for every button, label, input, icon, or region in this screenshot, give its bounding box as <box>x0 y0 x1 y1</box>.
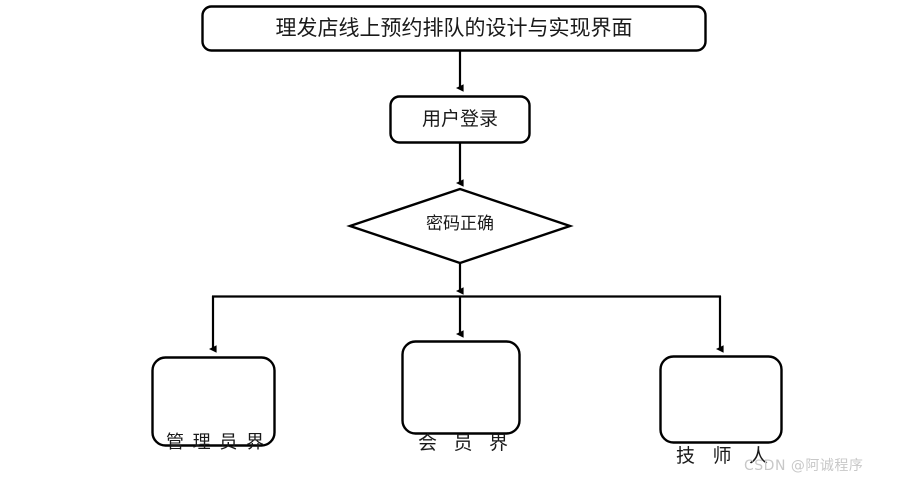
node-member-shape[interactable] <box>401 340 521 435</box>
node-login-shape[interactable] <box>389 95 531 144</box>
node-decision-shape[interactable] <box>346 187 574 265</box>
node-admin-shape[interactable] <box>151 356 276 447</box>
node-title-shape[interactable] <box>201 5 707 52</box>
node-technician-shape[interactable] <box>659 355 783 444</box>
csdn-watermark: CSDN @阿诚程序 <box>744 458 864 474</box>
